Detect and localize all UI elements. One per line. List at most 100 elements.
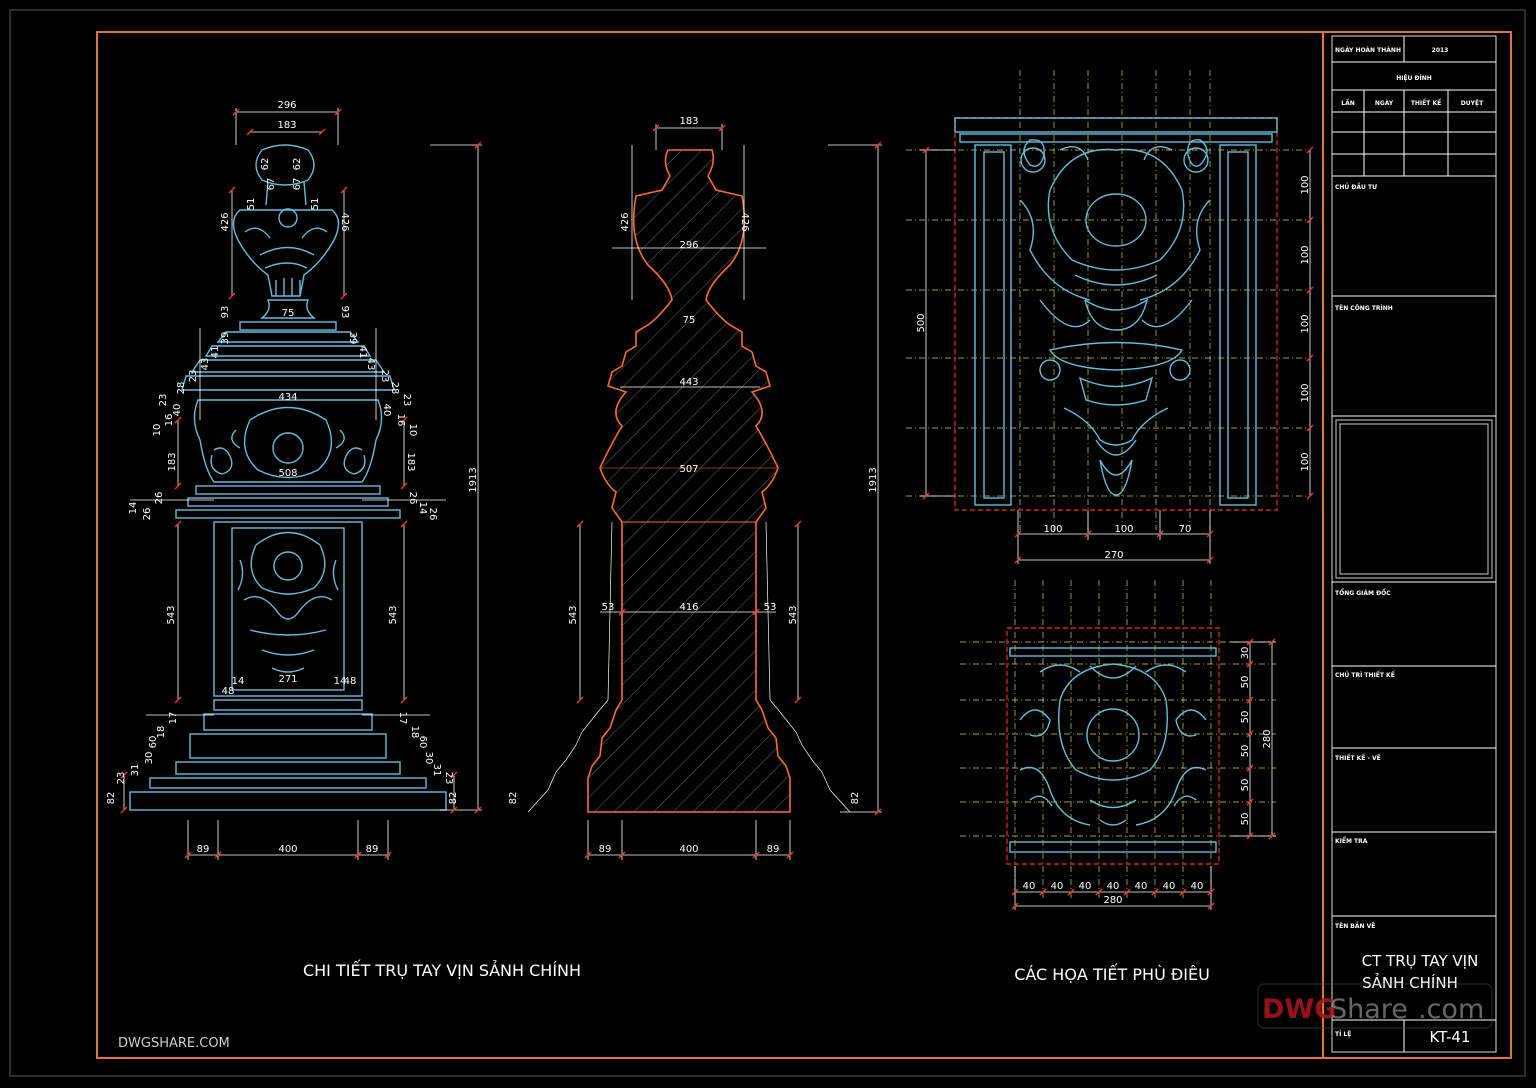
relief-b-cartouche bbox=[1058, 663, 1168, 781]
svg-text:HIỆU ĐÍNH: HIỆU ĐÍNH bbox=[1396, 74, 1432, 82]
elevation-dimensions bbox=[123, 108, 482, 860]
svg-text:93: 93 bbox=[339, 306, 350, 319]
svg-text:93: 93 bbox=[220, 306, 231, 319]
svg-text:271: 271 bbox=[278, 674, 297, 685]
svg-text:183: 183 bbox=[277, 120, 296, 131]
svg-text:SẢNH CHÍNH: SẢNH CHÍNH bbox=[1362, 972, 1458, 992]
svg-text:40: 40 bbox=[172, 404, 183, 417]
svg-text:48: 48 bbox=[222, 686, 235, 697]
svg-text:40: 40 bbox=[1163, 881, 1176, 892]
svg-text:67: 67 bbox=[266, 178, 277, 191]
svg-text:67: 67 bbox=[292, 178, 303, 191]
dwgshare-watermark: DWG Share .com bbox=[1257, 983, 1493, 1029]
svg-text:TỈ LỆ: TỈ LỆ bbox=[1335, 1030, 1351, 1038]
svg-text:NGÀY HOÀN THÀNH: NGÀY HOÀN THÀNH bbox=[1335, 47, 1401, 54]
svg-text:40: 40 bbox=[1079, 881, 1092, 892]
svg-text:89: 89 bbox=[599, 844, 612, 855]
relief-b-dim-ticks bbox=[1011, 638, 1276, 910]
svg-text:51: 51 bbox=[310, 198, 321, 211]
svg-text:Share: Share bbox=[1330, 994, 1408, 1025]
svg-text:40: 40 bbox=[1135, 881, 1148, 892]
svg-text:100: 100 bbox=[1043, 524, 1062, 535]
svg-text:50: 50 bbox=[1240, 813, 1251, 826]
svg-text:23: 23 bbox=[401, 394, 412, 407]
baluster-section bbox=[527, 149, 851, 813]
svg-text:51: 51 bbox=[246, 198, 257, 211]
svg-text:TỔNG GIÁM ĐỐC: TỔNG GIÁM ĐỐC bbox=[1335, 589, 1391, 597]
relief-panel-a bbox=[906, 70, 1310, 530]
svg-text:30: 30 bbox=[1240, 647, 1251, 660]
svg-text:23: 23 bbox=[116, 772, 127, 785]
svg-text:KIỂM TRA: KIỂM TRA bbox=[1335, 837, 1368, 845]
svg-text:100: 100 bbox=[1300, 452, 1311, 471]
svg-text:426: 426 bbox=[620, 212, 631, 231]
svg-text:26: 26 bbox=[154, 492, 165, 505]
svg-text:60: 60 bbox=[148, 736, 159, 749]
svg-text:507: 507 bbox=[679, 464, 698, 475]
section-dim-labels: 183 296 75 443 507 416 53 53 426 426 543… bbox=[508, 116, 879, 855]
svg-text:62: 62 bbox=[292, 158, 303, 171]
drawing-border bbox=[96, 31, 1512, 1059]
svg-text:39: 39 bbox=[347, 332, 358, 345]
svg-text:75: 75 bbox=[282, 308, 295, 319]
relief-b-dim-labels: 30 50 50 50 50 50 280 40 40 40 40 40 40 … bbox=[1023, 647, 1273, 906]
svg-text:296: 296 bbox=[679, 240, 698, 251]
svg-text:426: 426 bbox=[339, 212, 350, 231]
svg-text:183: 183 bbox=[405, 452, 416, 471]
svg-text:53: 53 bbox=[602, 602, 615, 613]
svg-text:40: 40 bbox=[1051, 881, 1064, 892]
svg-text:75: 75 bbox=[683, 315, 696, 326]
svg-text:400: 400 bbox=[278, 844, 297, 855]
title-block-text: NGÀY HOÀN THÀNH 2013 HIỆU ĐÍNH LẦN NGÀY … bbox=[1335, 47, 1484, 1046]
relief-panel-b bbox=[960, 580, 1276, 900]
svg-text:KT-41: KT-41 bbox=[1430, 1028, 1471, 1046]
title-block bbox=[1322, 32, 1497, 1058]
svg-text:70: 70 bbox=[1179, 524, 1192, 535]
svg-text:18: 18 bbox=[156, 726, 167, 739]
svg-text:89: 89 bbox=[767, 844, 780, 855]
svg-text:50: 50 bbox=[1240, 745, 1251, 758]
svg-text:14: 14 bbox=[417, 502, 428, 515]
svg-text:100: 100 bbox=[1300, 383, 1311, 402]
svg-text:280: 280 bbox=[1103, 895, 1122, 906]
svg-text:426: 426 bbox=[220, 212, 231, 231]
svg-text:82: 82 bbox=[448, 792, 459, 805]
outer-frame bbox=[9, 9, 1526, 1077]
urn-medallion bbox=[278, 208, 298, 228]
svg-text:89: 89 bbox=[197, 844, 210, 855]
svg-text:17: 17 bbox=[168, 712, 179, 725]
svg-text:17: 17 bbox=[397, 712, 408, 725]
svg-text:400: 400 bbox=[679, 844, 698, 855]
svg-text:50: 50 bbox=[1240, 676, 1251, 689]
svg-text:CHỦ ĐẦU TƯ: CHỦ ĐẦU TƯ bbox=[1335, 182, 1377, 191]
svg-text:41: 41 bbox=[357, 346, 368, 359]
svg-text:41: 41 bbox=[210, 346, 221, 359]
svg-text:500: 500 bbox=[916, 313, 927, 332]
svg-text:100: 100 bbox=[1300, 245, 1311, 264]
baluster-elevation bbox=[129, 144, 447, 811]
svg-text:.com: .com bbox=[1418, 994, 1484, 1025]
section-profile bbox=[587, 149, 791, 813]
finial-knob bbox=[255, 144, 315, 186]
svg-text:31: 31 bbox=[431, 764, 442, 777]
svg-text:60: 60 bbox=[417, 736, 428, 749]
svg-text:39: 39 bbox=[220, 332, 231, 345]
svg-text:443: 443 bbox=[679, 377, 698, 388]
plinth bbox=[129, 791, 447, 811]
svg-text:1913: 1913 bbox=[868, 467, 879, 492]
svg-text:270: 270 bbox=[1104, 550, 1123, 561]
finial-neck bbox=[265, 181, 307, 206]
svg-text:50: 50 bbox=[1240, 711, 1251, 724]
svg-text:16: 16 bbox=[164, 414, 175, 427]
caption-left: CHI TIẾT TRỤ TAY VỊN SẢNH CHÍNH bbox=[303, 959, 581, 980]
svg-text:89: 89 bbox=[366, 844, 379, 855]
svg-text:43: 43 bbox=[200, 358, 211, 371]
svg-text:CT TRỤ TAY VỊN: CT TRỤ TAY VỊN bbox=[1362, 952, 1479, 970]
svg-text:23: 23 bbox=[443, 772, 454, 785]
svg-text:CHỦ TRÌ THIẾT KẾ: CHỦ TRÌ THIẾT KẾ bbox=[1335, 671, 1396, 679]
svg-text:434: 434 bbox=[278, 392, 297, 403]
svg-text:40: 40 bbox=[1107, 881, 1120, 892]
svg-text:280: 280 bbox=[1262, 729, 1273, 748]
svg-text:426: 426 bbox=[739, 212, 750, 231]
